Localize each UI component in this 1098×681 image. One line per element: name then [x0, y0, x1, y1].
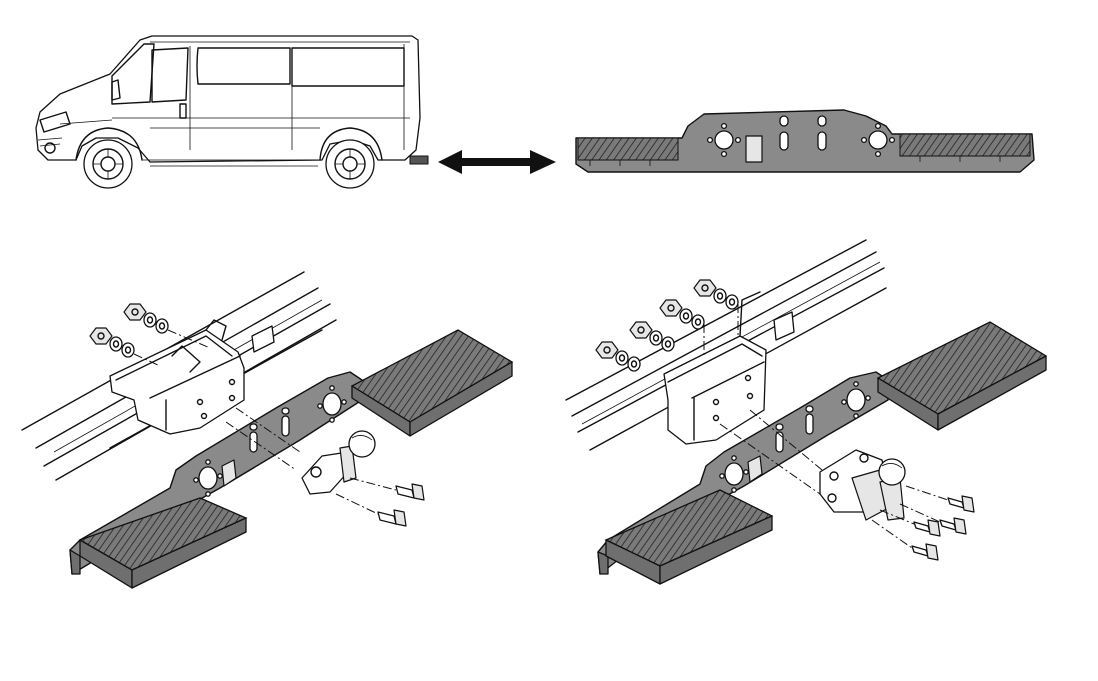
fixed-ball-hitch-assembly — [21, 271, 514, 589]
hitch-hole-right — [841, 381, 871, 419]
front-wheel — [83, 139, 133, 189]
tow-ball-icon — [819, 449, 906, 521]
rear-wheel — [325, 139, 375, 189]
hitch-hole-left — [719, 455, 749, 493]
nut-icon — [595, 341, 641, 372]
hitch-hole-left — [706, 122, 742, 158]
nut-icon — [123, 303, 169, 334]
nut-icon — [693, 279, 739, 310]
hitch-hole-right — [860, 122, 896, 158]
nut-icon — [659, 299, 705, 330]
bolt-icon — [911, 543, 939, 561]
double-arrow-icon — [438, 150, 556, 174]
bolt-icon — [947, 495, 975, 513]
nut-icon — [629, 321, 675, 352]
flange-ball-hitch-assembly — [565, 239, 1048, 585]
van-illustration — [35, 35, 429, 189]
bolt-icon — [395, 483, 425, 501]
slot-holes — [779, 115, 827, 151]
bolt-icon — [913, 519, 941, 537]
tow-ball-icon — [301, 430, 376, 495]
nut-icon — [89, 327, 135, 358]
hitch-hole-left — [193, 459, 223, 497]
bolt-icon — [939, 517, 967, 535]
bolt-icon — [377, 509, 407, 527]
hitch-hole-right — [317, 385, 347, 423]
rear-step-bar-illustration — [575, 109, 1035, 173]
